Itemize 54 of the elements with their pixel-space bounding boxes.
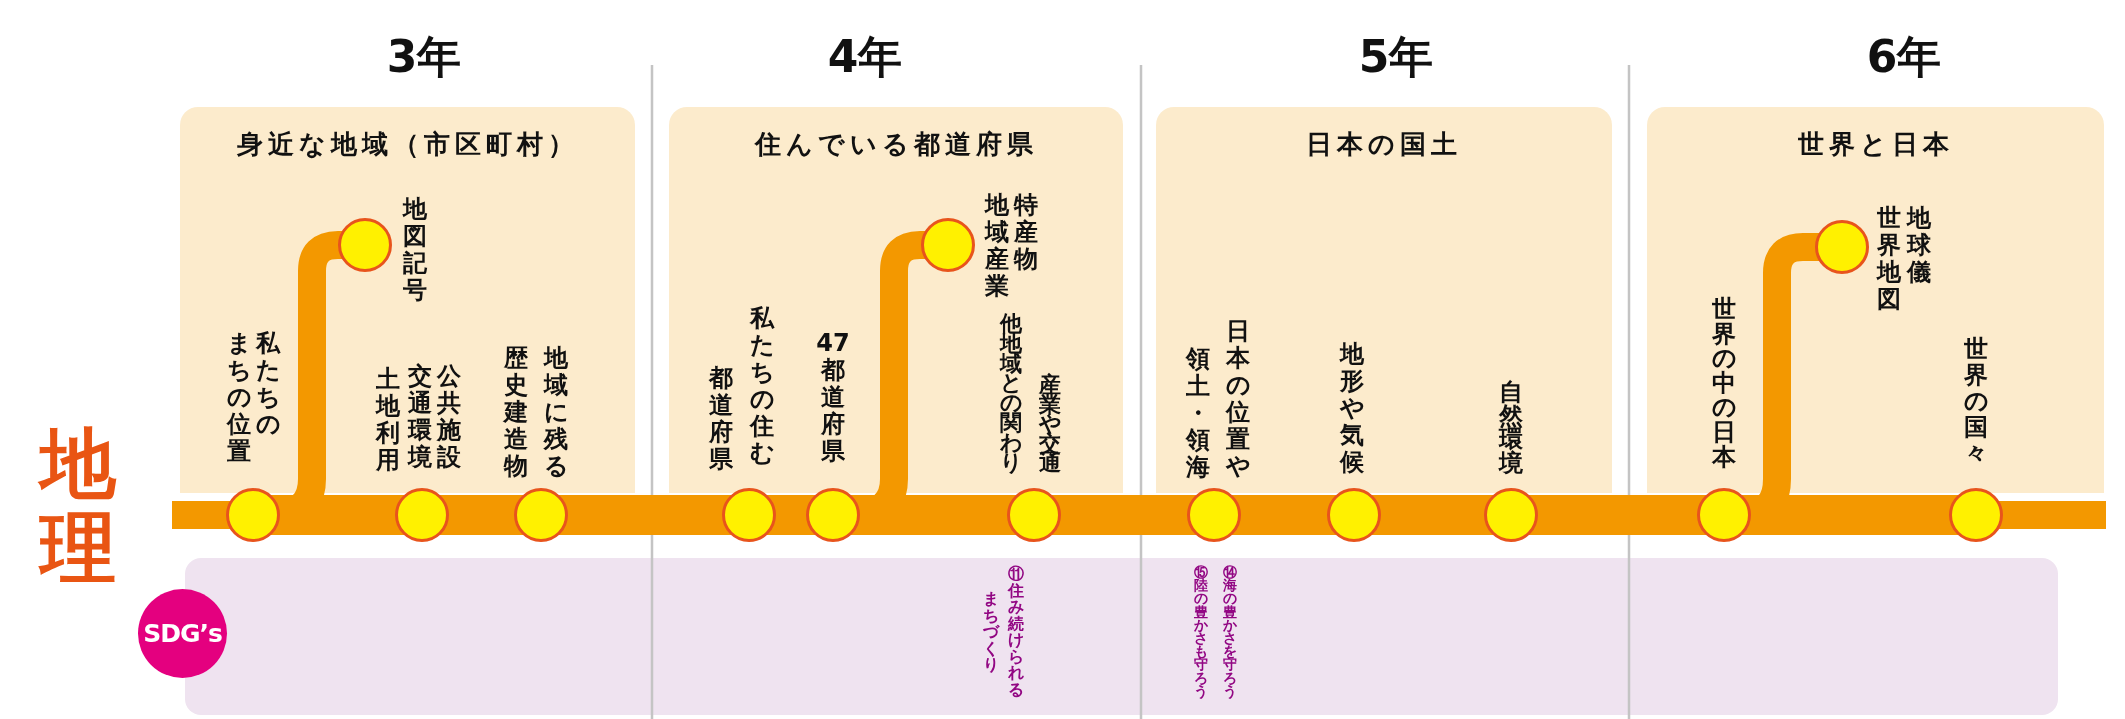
route-line <box>1232 495 1336 535</box>
route-line <box>1529 495 1706 535</box>
route-line <box>1372 495 1493 535</box>
station-label: 日本の位置や <box>1224 318 1252 480</box>
station-label: 自然環境 <box>1497 381 1524 475</box>
station-label: 特産物 <box>1012 192 1039 273</box>
station-label: 都道府県 <box>708 365 734 473</box>
station-label: 地域産業 <box>983 192 1010 300</box>
section-panel <box>180 107 635 493</box>
station-label: 公共施設 <box>435 363 462 471</box>
station-label: まちの位置 <box>225 330 253 465</box>
station-label: 地形や気候 <box>1338 341 1366 476</box>
section-heading: 世界と日本 <box>1796 128 1955 161</box>
station-label: 世界の国々 <box>1962 336 1990 466</box>
route-line <box>1742 495 1958 535</box>
grade-heading: 3年 <box>385 30 463 84</box>
section-heading: 身近な地域（市区町村） <box>235 128 580 161</box>
route-line <box>271 495 404 535</box>
station-label: 私たちの <box>254 330 282 438</box>
grade-heading: 6年 <box>1865 30 1943 84</box>
section-panel <box>1156 107 1612 493</box>
sdg-goal-label: ⑪住み続けられる <box>1007 566 1025 698</box>
grade-heading: 4年 <box>826 30 904 84</box>
sdg-goal-label: ⑭海の豊かさを守ろう <box>1222 566 1238 699</box>
station-label: 47都道府県 <box>819 330 847 465</box>
station-marker <box>338 218 392 272</box>
station-marker <box>226 488 280 542</box>
grade-heading: 5年 <box>1357 30 1435 84</box>
station-label: 地図記号 <box>401 196 428 304</box>
station-label: 私たちの住む <box>748 305 776 467</box>
station-label: 領土・領海 <box>1184 346 1211 481</box>
station-marker <box>921 218 975 272</box>
route-line <box>559 495 731 535</box>
station-label: 土地利用 <box>374 366 401 474</box>
route-line <box>1052 495 1196 535</box>
station-label: 地球儀 <box>1905 205 1932 286</box>
station-label: 他地域との関わり <box>998 314 1024 473</box>
section-panel <box>1647 107 2104 493</box>
section-panel <box>669 107 1123 493</box>
sdg-goal-label: まちづくり <box>982 591 1000 674</box>
station-label: 世界の中の日本 <box>1710 297 1738 470</box>
station-marker <box>1949 488 2003 542</box>
station-label: 交通環境 <box>406 363 433 471</box>
route-line <box>767 495 815 535</box>
station-marker <box>1815 220 1869 274</box>
section-heading: 住んでいる都道府県 <box>753 128 1039 161</box>
sdg-goal-label: ⑮陸の豊かさも守ろう <box>1193 566 1209 699</box>
station-label: 地域に残る <box>542 345 570 480</box>
station-label: 歴史建造物 <box>502 345 529 480</box>
route-line <box>440 495 523 535</box>
station-label: 世界地図 <box>1875 205 1902 313</box>
subject-title: 地理 <box>40 422 116 590</box>
route-line <box>851 495 1016 535</box>
section-heading: 日本の国土 <box>1305 128 1463 161</box>
